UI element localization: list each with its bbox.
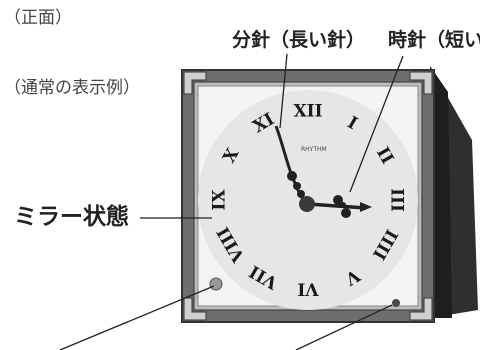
front-view-label: （正面）	[4, 8, 72, 28]
corner-ornaments	[183, 71, 433, 321]
dial-numeral: III	[387, 188, 407, 212]
hour-hand	[307, 195, 372, 218]
minute-hand	[274, 125, 308, 204]
mirror-state-label: ミラー状態	[14, 204, 129, 230]
leader-lines	[59, 53, 404, 350]
hour-hand-label: 時針（短い	[388, 29, 480, 51]
minute-hand-label: 分針（長い針）	[232, 29, 366, 51]
dial-numeral: VI	[297, 279, 319, 299]
dial-numeral: IX	[210, 189, 230, 211]
left-sensor	[209, 277, 223, 291]
right-sensor	[392, 299, 400, 307]
center-cap	[299, 196, 315, 212]
dial-brand-line: RHYTHM	[301, 146, 327, 153]
dial-numeral: XII	[293, 102, 322, 122]
normal-display-example-label: （通常の表示例）	[4, 78, 140, 98]
case-side-shadow	[430, 66, 452, 318]
